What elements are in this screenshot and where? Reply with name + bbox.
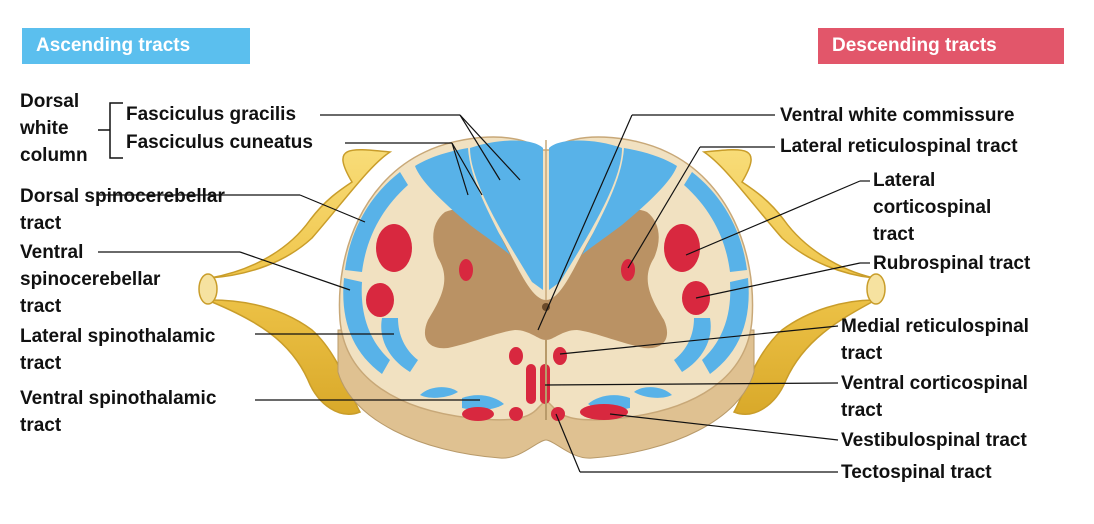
rubrospinal-left [366, 283, 394, 317]
ventral-blue-right-small [634, 387, 672, 398]
label-lateral-spinothalamic: Lateral spinothalamic tract [20, 326, 216, 374]
lateral-spinothalamic-left [381, 318, 418, 372]
label-ventral-spinocerebellar: Ventral spinocerebellar tract [20, 242, 161, 317]
right-spinal-nerve [701, 148, 875, 415]
label-fasciculus-gracilis: Fasciculus gracilis [126, 104, 297, 125]
label-medial-reticulospinal: Medial reticulospinal tract [841, 316, 1029, 364]
dorsal-spinocerebellar-left [345, 172, 408, 272]
label-rubrospinal: Rubrospinal tract [873, 253, 1031, 274]
lateral-spinothalamic-right [674, 318, 711, 372]
tectospinal-left [509, 407, 523, 421]
label-dorsal-white-column: Dorsal white column [20, 91, 88, 166]
gray-matter [424, 209, 668, 349]
ventral-corticospinal-left [526, 364, 536, 404]
ventral-spinothalamic-left [462, 395, 504, 411]
fasciculus-gracilis-right [549, 140, 622, 290]
lateral-reticulospinal-right [621, 259, 635, 281]
lateral-reticulospinal-left [459, 259, 473, 281]
fasciculus-gracilis-left [470, 140, 543, 290]
left-spinal-nerve [209, 148, 393, 415]
ascending-tracts-header: Ascending tracts [22, 28, 250, 64]
dorsal-column-bracket [98, 102, 123, 159]
dorsal-spinocerebellar-right [684, 172, 747, 272]
right-nerve-cut-end [866, 273, 886, 305]
ventral-spinocerebellar-left [343, 278, 390, 374]
label-ventral-spinothalamic: Ventral spinothalamic tract [20, 388, 217, 436]
descending-tracts-header: Descending tracts [818, 28, 1064, 64]
label-ventral-white-commissure: Ventral white commissure [780, 105, 1015, 126]
label-lateral-reticulospinal: Lateral reticulospinal tract [780, 136, 1018, 157]
tectospinal-right [551, 407, 565, 421]
label-dorsal-spinocerebellar: Dorsal spinocerebellar tract [20, 186, 225, 234]
fasciculus-cuneatus-left [415, 148, 510, 255]
vestibulospinal-right [580, 404, 628, 420]
label-vestibulospinal: Vestibulospinal tract [841, 430, 1027, 451]
fasciculus-cuneatus-right [582, 148, 677, 255]
vestibulospinal-left [462, 407, 494, 421]
label-ventral-corticospinal: Ventral corticospinal tract [841, 373, 1028, 421]
leader-lines [98, 114, 870, 473]
medial-reticulospinal-right [553, 347, 567, 365]
label-fasciculus-cuneatus: Fasciculus cuneatus [126, 132, 313, 153]
label-lateral-corticospinal: Lateral corticospinal tract [873, 170, 992, 245]
central-canal [542, 303, 550, 311]
ventral-blue-left-small [420, 387, 458, 398]
ventral-spinocerebellar-right [702, 278, 749, 374]
medial-reticulospinal-left [509, 347, 523, 365]
lateral-corticospinal-left [376, 224, 412, 272]
lateral-corticospinal-right [664, 224, 700, 272]
label-tectospinal: Tectospinal tract [841, 462, 992, 483]
left-nerve-cut-end [198, 273, 218, 305]
